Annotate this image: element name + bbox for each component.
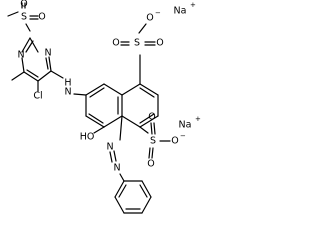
atom-o-mesyl-right: O <box>38 12 45 23</box>
atom-o-mesyl-top: O <box>20 0 27 10</box>
atom-o-sulfo2-right: O <box>171 136 178 147</box>
atom-s-sulfo1: S <box>134 38 140 49</box>
atom-s-mesyl: S <box>21 12 27 23</box>
atom-n-azo-1: N <box>106 142 113 153</box>
atom-o-sulfo2-bottom: O <box>147 159 154 170</box>
charge-na-1: + <box>190 1 196 9</box>
atom-labels: O S O N N Cl N H O S O O − Na + HO O S O… <box>17 0 201 174</box>
charge-sulfo1: − <box>155 9 161 17</box>
atom-o-sulfo1-top: O <box>146 13 153 24</box>
atom-o-sulfo2-top: O <box>148 112 155 123</box>
atom-hydroxyl: HO <box>80 132 95 143</box>
atom-o-sulfo1-left: O <box>112 38 119 49</box>
atom-s-sulfo2: S <box>150 136 156 147</box>
charge-sulfo2: − <box>180 132 186 140</box>
atom-na-1: Na <box>174 6 187 17</box>
atom-n-azo-2: N <box>113 163 120 174</box>
atom-na-2: Na <box>179 120 192 131</box>
atom-h-amine: H <box>64 78 71 89</box>
atom-o-sulfo1-right: O <box>156 38 163 49</box>
charge-na-2: + <box>195 115 201 123</box>
atom-n-pyrimidine-1: N <box>17 50 24 61</box>
atom-cl: Cl <box>33 91 42 102</box>
atom-n-pyrimidine-2: N <box>44 48 51 59</box>
structure-diagram: O S O N N Cl N H O S O O − Na + HO O S O… <box>7 0 201 214</box>
atom-n-amine: N <box>64 87 71 98</box>
bonds <box>7 2 171 214</box>
